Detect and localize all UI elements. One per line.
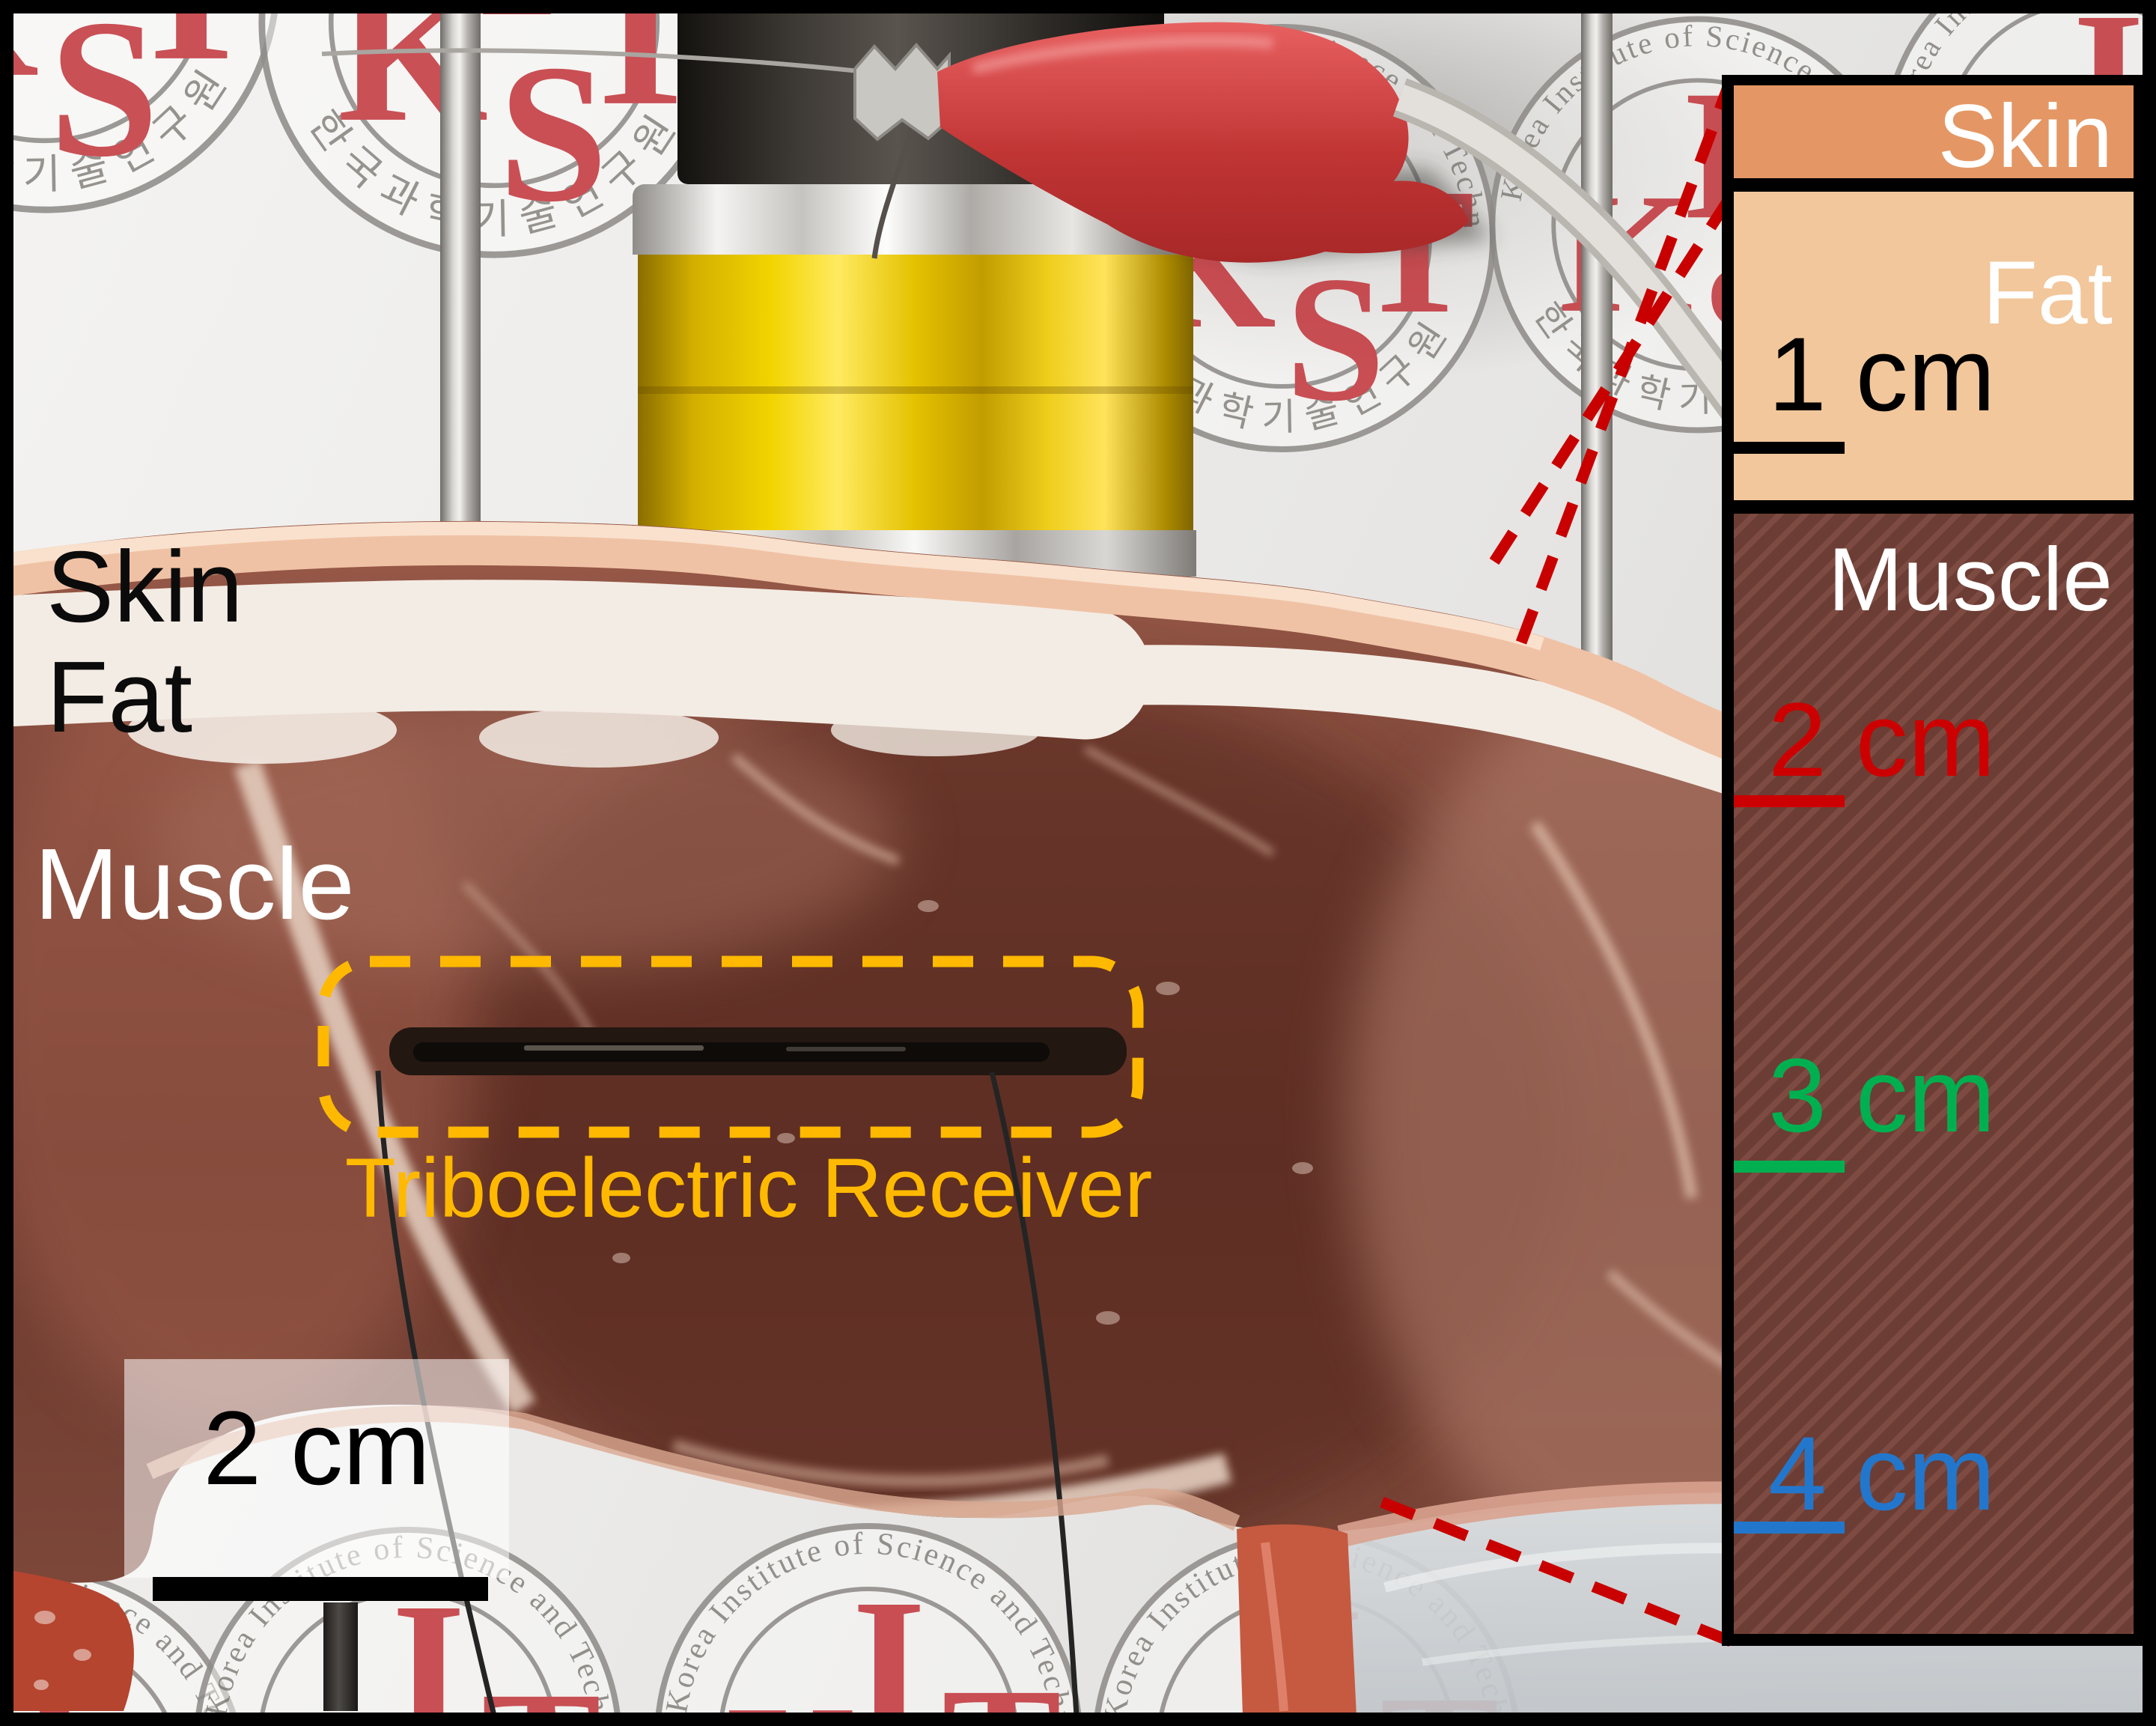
schematic-layer-skin: Skin: [1734, 85, 2134, 186]
fat-seam-left: [234, 759, 536, 1415]
clip-lead-wire: [871, 111, 920, 259]
depth-label-2cm: 2 cm: [1768, 681, 1996, 798]
fat-lobe-3: [831, 704, 1041, 756]
fat-layer-left: [0, 580, 1151, 740]
alligator-clip-teeth: [853, 42, 951, 142]
marbling-2: [1083, 745, 1275, 857]
schematic-label-fat: Fat: [1982, 243, 2113, 343]
depth-bar-3cm: [1734, 1161, 1845, 1173]
svg-text:S: S: [1285, 239, 1385, 438]
zoom-lines: [1380, 77, 1737, 1647]
transducer-kapton-band: [638, 255, 1193, 530]
photo-label-muscle: Muscle: [34, 827, 355, 941]
schematic-layer-muscle: Muscle: [1734, 514, 2134, 1634]
svg-text:I: I: [852, 1561, 926, 1726]
corner-blob-speckles: [34, 1611, 91, 1690]
clip-highlight: [972, 35, 1273, 74]
svg-text:T: T: [126, 0, 258, 102]
photo-label-skin: Skin: [46, 530, 243, 643]
stand-rod-right: [1581, 10, 1613, 737]
scale-label: 2 cm: [203, 1389, 430, 1507]
kist-logo: Korea Institute of Science and Technolog…: [247, 0, 741, 270]
depth-bar-1cm: [1734, 442, 1845, 454]
schematic-label-skin: Skin: [1937, 86, 2113, 186]
rod-highlight-1: [524, 1045, 704, 1051]
transducer-band-seam: [638, 386, 1193, 394]
corner-meat-blob: [0, 1569, 134, 1711]
alligator-clip-body: [937, 22, 1469, 263]
meat-fragment: [1237, 1524, 1356, 1716]
stand-rod-bottom-left: [323, 1602, 358, 1711]
depth-label-1cm: 1 cm: [1768, 315, 1996, 433]
marbling-4: [1529, 820, 1698, 1200]
marbling-7: [672, 1439, 1109, 1487]
stand-rod-left: [440, 10, 481, 568]
receiver-outline-box: [317, 955, 1144, 1138]
fragment-streak: [1261, 1542, 1288, 1712]
receiver-wire-right: [989, 1072, 1079, 1716]
tissue-schematic: Skin Fat Muscle 1 cm 2 cm 3 cm 4 cm: [1722, 75, 2146, 1646]
triboelectric-receiver-rod: [413, 1042, 1050, 1062]
fat-lobe-1: [127, 696, 397, 764]
svg-text:S: S: [49, 0, 159, 198]
muscle-upper-tint: [150, 704, 898, 973]
zoom-line-middle: [1489, 192, 1736, 565]
photo-label-fat: Fat: [46, 640, 193, 753]
fat-layer-right: [1018, 645, 1782, 801]
muscle-speckles: [612, 900, 1313, 1325]
scale-bar: [153, 1577, 488, 1601]
schematic-divider-2: [1734, 500, 2134, 514]
depth-bar-2cm: [1734, 795, 1845, 807]
fat-lobe-2: [479, 708, 719, 768]
svg-text:S: S: [499, 25, 609, 243]
schematic-divider-1: [1734, 178, 2134, 192]
marbling-1: [731, 753, 901, 866]
kist-logo: Korea Institute of Science and Technolog…: [644, 1513, 1093, 1726]
zoom-line-bottom: [1380, 1497, 1733, 1647]
photo-label-receiver: Triboelectric Receiver: [344, 1141, 1153, 1235]
skin-highlight: [0, 521, 1544, 651]
depth-bar-4cm: [1734, 1522, 1845, 1534]
rod-highlight-2: [786, 1047, 906, 1051]
instrument-group: [321, 22, 1780, 454]
schematic-label-muscle: Muscle: [1827, 529, 2113, 630]
schematic-content: Skin Fat Muscle 1 cm 2 cm 3 cm 4 cm: [1734, 85, 2134, 1634]
depth-label-4cm: 4 cm: [1768, 1414, 1996, 1532]
thin-wire: [321, 48, 943, 83]
depth-label-3cm: 3 cm: [1768, 1036, 1996, 1154]
scale-box: 2 cm: [124, 1359, 509, 1578]
